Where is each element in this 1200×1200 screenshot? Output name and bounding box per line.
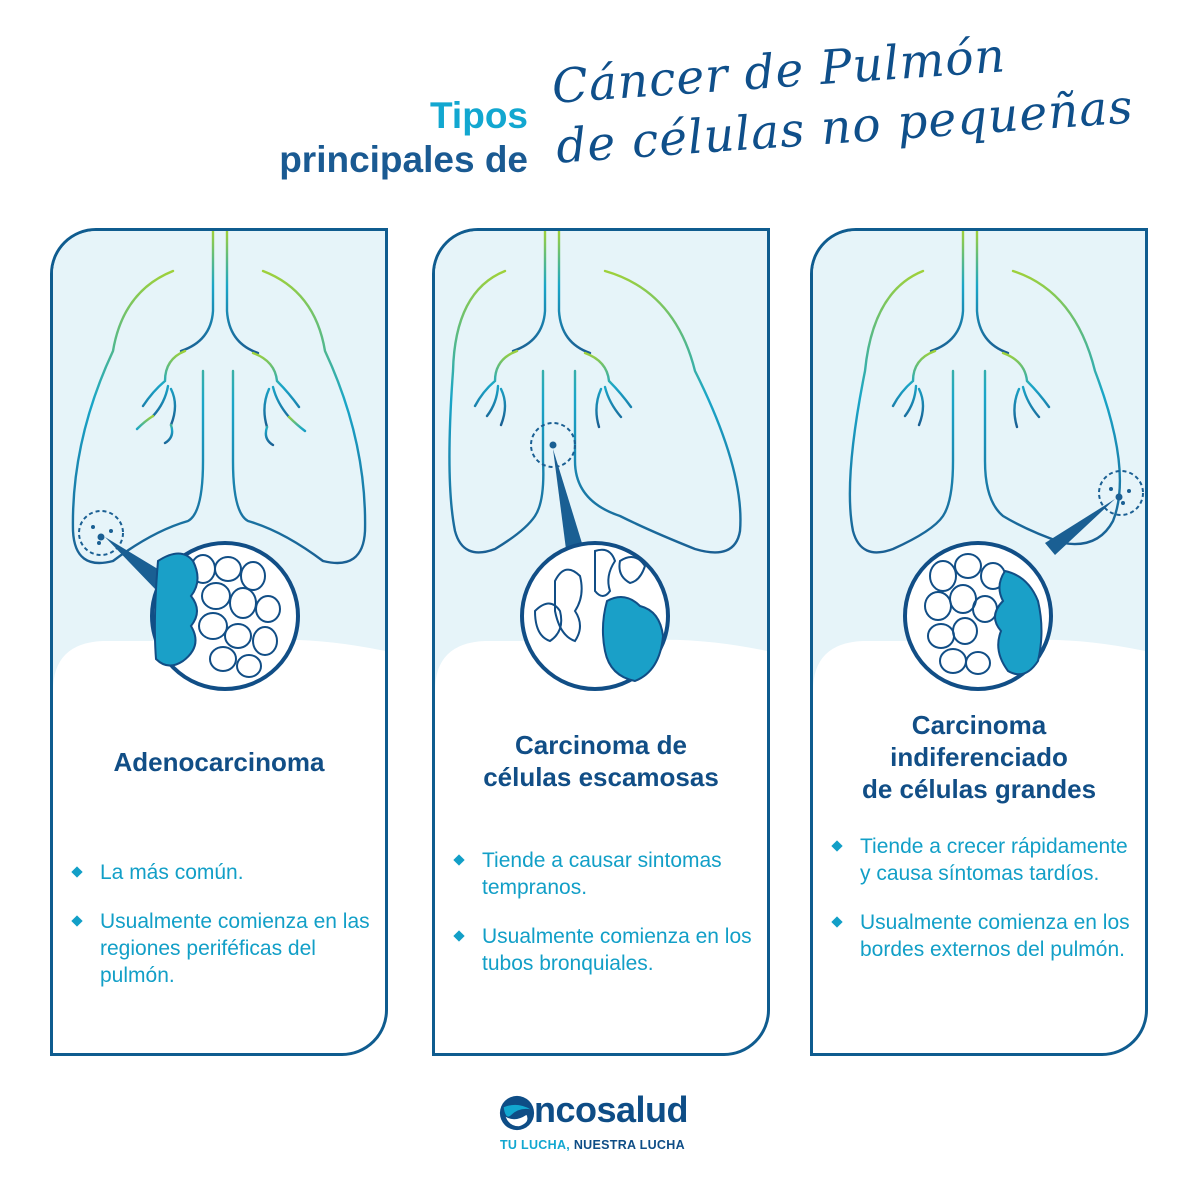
list-item: La más común.: [71, 859, 375, 886]
card-title-line: Carcinoma: [911, 710, 1047, 740]
lungs-illustration: [448, 231, 742, 691]
card-large-cell: Carcinoma indiferenciado de células gran…: [810, 228, 1148, 1056]
script-title: Cáncer de Pulmón de células no pequeñas: [550, 18, 1135, 178]
page-title: Tipos principales de: [279, 94, 528, 182]
bullet-list: Tiende a causar sintomas tempranos. Usua…: [453, 847, 757, 999]
bullet-text: Tiende a causar sintomas tempranos.: [482, 849, 722, 899]
list-item: Tiende a causar sintomas tempranos.: [453, 847, 757, 901]
card-squamous: Carcinoma de células escamosas Tiende a …: [432, 228, 770, 1056]
card-adenocarcinoma: Adenocarcinoma La más común. Usualmente …: [50, 228, 388, 1056]
card-background: [435, 231, 767, 691]
card-title-line: indiferenciado: [890, 742, 1068, 772]
bullet-text: La más común.: [100, 861, 244, 884]
card-title-line: de células grandes: [861, 774, 1097, 804]
lungs-illustration: [848, 231, 1144, 691]
card-title: Adenocarcinoma: [53, 746, 385, 778]
brand-name: ncosalud: [534, 1089, 689, 1130]
tagline-part-a: TU LUCHA: [500, 1138, 567, 1152]
list-item: Usualmente comienza en los bordes extern…: [831, 909, 1135, 963]
title-line-1: Tipos: [430, 95, 528, 136]
bullet-icon: [831, 840, 843, 852]
bullet-icon: [453, 854, 465, 866]
card-title-line: células escamosas: [483, 762, 719, 792]
list-item: Usualmente comienza en las regiones peri…: [71, 908, 375, 989]
bullet-icon: [831, 916, 843, 928]
card-background: [53, 231, 385, 691]
list-item: Tiende a crecer rápidamente y causa sínt…: [831, 833, 1135, 887]
bullet-icon: [71, 915, 83, 927]
bullet-text: Tiende a crecer rápidamente y causa sínt…: [860, 835, 1128, 885]
brand-tagline: TU LUCHA, NUESTRA LUCHA: [500, 1138, 685, 1152]
bullet-text: Usualmente comienza en las regiones peri…: [100, 910, 370, 987]
card-title-line: Carcinoma de: [515, 730, 687, 760]
card-title: Carcinoma indiferenciado de células gran…: [813, 709, 1145, 805]
oncosalud-o-icon: [499, 1095, 535, 1131]
title-line-2: principales de: [279, 139, 528, 180]
brand-logo: ncosalud TU LUCHA, NUESTRA LUCHA: [498, 1089, 708, 1162]
lungs-illustration: [71, 231, 367, 691]
list-item: Usualmente comienza en los tubos bronqui…: [453, 923, 757, 977]
card-background: [813, 231, 1145, 691]
bullet-icon: [71, 866, 83, 878]
bullet-list: La más común. Usualmente comienza en las…: [71, 859, 375, 1011]
tagline-separator: ,: [566, 1138, 571, 1152]
tagline-part-b: NUESTRA LUCHA: [570, 1138, 685, 1152]
card-title-line: Adenocarcinoma: [113, 747, 325, 777]
card-title: Carcinoma de células escamosas: [435, 729, 767, 793]
bullet-icon: [453, 930, 465, 942]
bullet-text: Usualmente comienza en los bordes extern…: [860, 911, 1130, 961]
bullet-text: Usualmente comienza en los tubos bronqui…: [482, 925, 752, 975]
bullet-list: Tiende a crecer rápidamente y causa sínt…: [831, 833, 1135, 985]
